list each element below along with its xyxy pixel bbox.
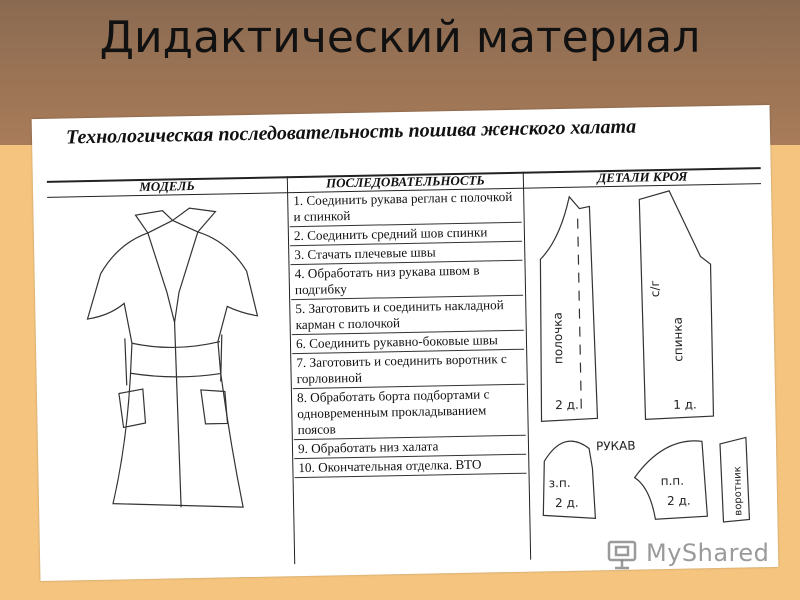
step-1: 1. Соединить рукава реглан с полочкой и … (289, 187, 522, 228)
back-piece (638, 190, 715, 421)
collar-piece (719, 436, 751, 523)
sleeve-count-1: 2 д. (555, 496, 579, 510)
collar-label: воротник (732, 466, 744, 516)
sleeve-front-label: п.п. (661, 474, 685, 488)
front-label: полочка (550, 312, 565, 364)
sleeve-label: РУКАВ (596, 439, 636, 454)
document-title: Технологическая последовательность пошив… (65, 115, 637, 149)
back-label: спинка (671, 317, 686, 362)
steps-list: 1. Соединить рукава реглан с полочкой и … (289, 187, 527, 479)
step-10: 10. Окончательная отделка. ВТО (294, 454, 527, 479)
back-fold-label: с/г (648, 280, 662, 297)
sleeve-piece-1 (542, 440, 597, 520)
sleeve-count-2: 2 д. (667, 494, 691, 508)
sequence-table: МОДЕЛЬ ПОСЛЕДОВАТЕЛЬНОСТЬ ДЕТАЛИ КРОЯ 1.… (46, 167, 768, 569)
document-sheet: Технологическая последовательность пошив… (31, 104, 779, 582)
sleeve-back-label: з.п. (549, 476, 571, 490)
back-count: 1 д. (673, 397, 697, 411)
sleeve-piece-2 (633, 440, 709, 520)
watermark-text: MyShared (646, 539, 770, 567)
front-count: 2 д. (555, 398, 579, 412)
step-7: 7. Заготовить и соединить воротник с гор… (292, 349, 525, 390)
slide-title: Дидактический материал (99, 12, 701, 63)
front-piece (539, 195, 599, 423)
step-8: 8. Обработать борта подбортами с одновре… (292, 384, 526, 441)
watermark: MyShared (606, 537, 770, 573)
pattern-pieces-sketch: полочка 2 д. спинка с/г 1 д. РУКАВ з.п. … (539, 190, 751, 523)
step-5: 5. Заготовить и соединить накладной карм… (291, 295, 524, 336)
robe-model-sketch (86, 207, 259, 508)
step-4: 4. Обработать низ рукава швом в подгибку (290, 260, 524, 301)
presentation-screen-icon (607, 540, 637, 570)
